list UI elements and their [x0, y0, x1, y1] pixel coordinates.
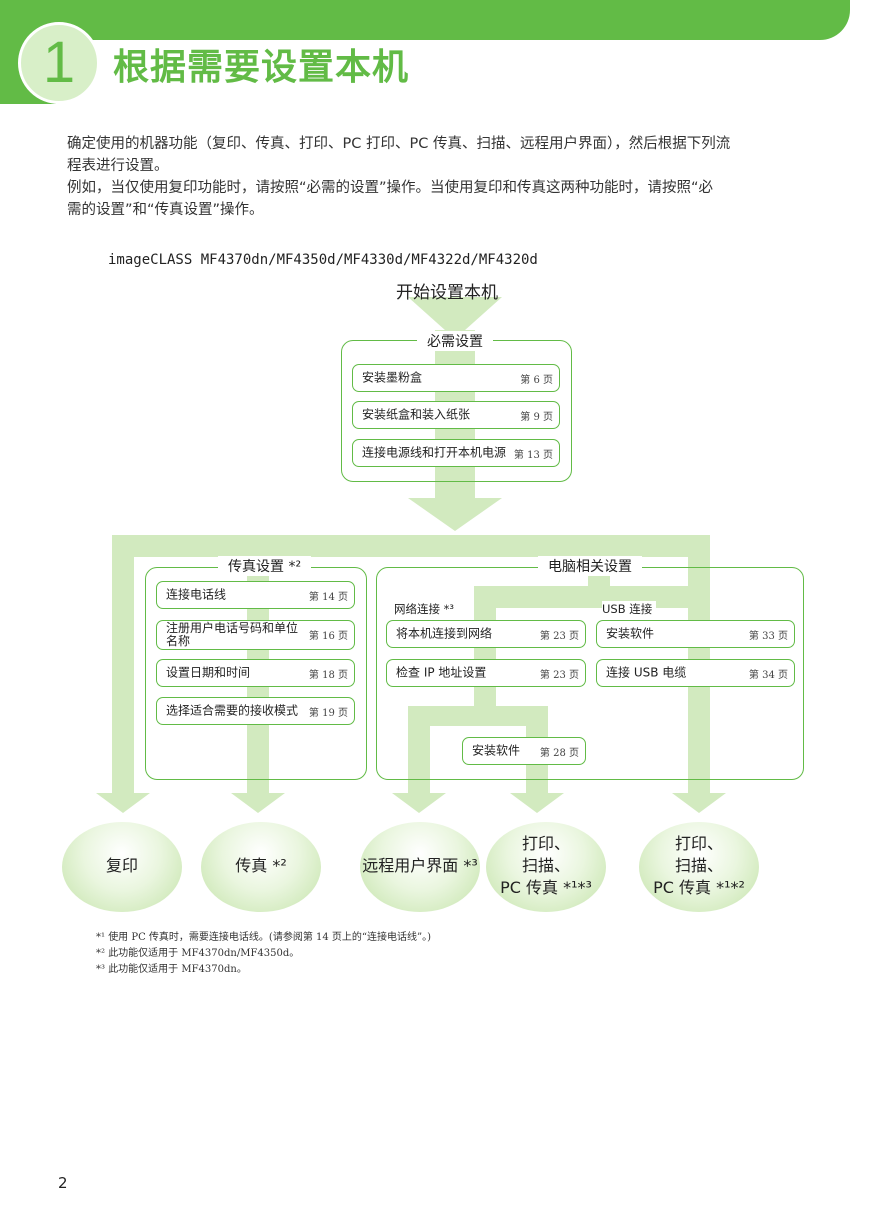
copy-arrow — [96, 793, 150, 813]
endpoint-copy — [62, 822, 182, 912]
step-page: 第 9 页 — [520, 412, 553, 423]
step-receive-mode: 选择适合需要的接收模式 第 19 页 — [156, 697, 355, 725]
chapter-title: 根据需要设置本机 — [113, 47, 410, 88]
required-exit-flow — [435, 470, 475, 500]
endpoint-remote-ui-label: 远程用户界面 *³ — [362, 856, 478, 875]
step-label: 设置日期和时间 — [166, 665, 251, 680]
step-label: 安装软件 — [472, 743, 521, 758]
endpoint-remote-ui — [360, 822, 480, 912]
step-label: 检查 IP 地址设置 — [396, 665, 487, 680]
network-print-arrow — [510, 793, 564, 813]
network-connection-label: 网络连接 *³ — [394, 601, 459, 617]
start-label: 开始设置本机 — [396, 283, 498, 303]
model-line: imageCLASS MF4370dn/MF4350d/MF4330d/MF43… — [108, 252, 538, 268]
step-label: 选择适合需要的接收模式 — [166, 703, 299, 718]
step-label: 将本机连接到网络 — [396, 626, 493, 641]
computer-settings-title: 电脑相关设置 — [538, 556, 642, 576]
step-network-install-software: 安装软件 第 28 页 — [462, 737, 586, 765]
step-install-paper: 安装纸盒和装入纸张 第 9 页 — [352, 401, 560, 429]
step-set-date-time: 设置日期和时间 第 18 页 — [156, 659, 355, 687]
intro-line-1: 确定使用的机器功能（复印、传真、打印、PC 打印、PC 传真、扫描、远程用户界面… — [67, 136, 731, 152]
step-page: 第 34 页 — [748, 670, 788, 681]
copy-flow — [112, 535, 134, 795]
intro-line-2: 程表进行设置。 — [67, 158, 169, 174]
endpoint-fax-label: 传真 *² — [235, 856, 287, 875]
fax-arrow — [231, 793, 285, 813]
footnote-3: *³ 此功能仅适用于 MF4370dn。 — [96, 964, 247, 975]
step-usb-install-software: 安装软件 第 33 页 — [596, 620, 795, 648]
network-split-bar — [408, 706, 546, 726]
usb-connection-label: USB 连接 — [602, 601, 657, 617]
endpoint-print-network — [486, 822, 606, 912]
distribution-bar — [112, 535, 710, 557]
step-page: 第 23 页 — [539, 631, 579, 642]
step-label: 连接电话线 — [166, 587, 227, 602]
step-label: 安装墨粉盒 — [362, 370, 423, 385]
step-page: 第 18 页 — [308, 670, 348, 681]
remote-ui-arrow — [392, 793, 446, 813]
step-page: 第 19 页 — [308, 708, 348, 719]
step-register-number: 注册用户电话号码和单位名称 第 16 页 — [156, 620, 355, 650]
step-connect-phone-line: 连接电话线 第 14 页 — [156, 581, 355, 609]
endpoint-print-usb-line1: 打印、 — [674, 834, 723, 853]
required-exit-arrow — [408, 498, 502, 531]
intro-line-3: 例如，当仅使用复印功能时，请按照“必需的设置”操作。当使用复印和传真这两种功能时… — [67, 180, 714, 196]
step-page: 第 23 页 — [539, 670, 579, 681]
chapter-header-bar — [0, 0, 850, 40]
footnote-1: *¹ 使用 PC 传真时，需要连接电话线。(请参阅第 14 页上的“连接电话线”… — [96, 932, 432, 943]
step-install-toner: 安装墨粉盒 第 6 页 — [352, 364, 560, 392]
step-page: 第 14 页 — [308, 592, 348, 603]
step-page: 第 13 页 — [513, 450, 553, 461]
page-number: 2 — [58, 1174, 68, 1192]
endpoint-print-network-line1: 打印、 — [521, 834, 570, 853]
step-page: 第 28 页 — [539, 748, 579, 759]
step-page: 第 16 页 — [308, 631, 348, 642]
endpoint-fax — [201, 822, 321, 912]
footnote-2: *² 此功能仅适用于 MF4370dn/MF4350d。 — [96, 948, 300, 959]
endpoint-copy-label: 复印 — [105, 856, 138, 875]
step-page: 第 33 页 — [748, 631, 788, 642]
step-label: 连接电源线和打开本机电源 — [362, 445, 507, 460]
endpoint-print-usb-line2: 扫描、 — [674, 856, 723, 875]
endpoint-print-network-line2: 扫描、 — [521, 856, 570, 875]
endpoint-print-network-line3: PC 传真 *¹*³ — [500, 878, 592, 897]
remote-ui-flow — [408, 706, 430, 794]
fax-settings-title: 传真设置 *² — [218, 556, 312, 576]
required-settings-title: 必需设置 — [417, 331, 493, 351]
chapter-number: 1 — [42, 30, 76, 95]
step-power: 连接电源线和打开本机电源 第 13 页 — [352, 439, 560, 467]
step-connect-network: 将本机连接到网络 第 23 页 — [386, 620, 586, 648]
step-label: 注册用户电话号码和单位名称 — [166, 621, 299, 648]
step-label: 安装软件 — [606, 626, 655, 641]
step-connect-usb-cable: 连接 USB 电缆 第 34 页 — [596, 659, 795, 687]
endpoint-print-usb-line3: PC 传真 *¹*² — [653, 878, 745, 897]
step-check-ip: 检查 IP 地址设置 第 23 页 — [386, 659, 586, 687]
usb-endpoint-arrow — [672, 793, 726, 813]
step-page: 第 6 页 — [520, 375, 553, 386]
intro-line-4: 需的设置”和“传真设置”操作。 — [67, 202, 264, 218]
endpoint-print-usb — [639, 822, 759, 912]
step-label: 连接 USB 电缆 — [606, 665, 687, 680]
step-label: 安装纸盒和装入纸张 — [362, 407, 471, 422]
chapter-number-circle — [18, 22, 100, 104]
